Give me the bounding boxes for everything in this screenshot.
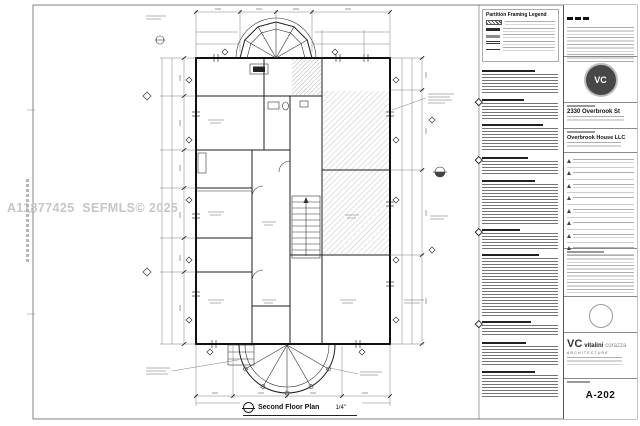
titleblock-firm: VC vitalini corazza ARCHITECTURE bbox=[564, 333, 637, 379]
exterior-walls bbox=[195, 57, 391, 345]
client-name: Overbrook House LLC bbox=[567, 134, 626, 141]
note-block bbox=[482, 229, 558, 251]
revision-row bbox=[567, 218, 634, 230]
titleblock-sheet-number: A-202 bbox=[564, 379, 637, 419]
windows bbox=[192, 54, 394, 348]
firm-logo-circle: VC bbox=[583, 63, 618, 97]
revision-delta-icon bbox=[567, 208, 571, 213]
gray-wall-symbol bbox=[486, 34, 500, 38]
legend-row bbox=[486, 47, 555, 52]
titleblock-revisions bbox=[564, 153, 637, 255]
general-notes-column bbox=[482, 68, 560, 408]
sheet-number: A-202 bbox=[585, 389, 616, 401]
note-block bbox=[482, 371, 558, 401]
firm-name-a: vitalini bbox=[584, 343, 604, 349]
titleblock-client: Overbrook House LLC bbox=[564, 129, 637, 153]
annotation-notes bbox=[146, 15, 454, 376]
new-wall-hatch bbox=[292, 59, 389, 254]
drawing-title-underline bbox=[243, 415, 357, 417]
legend-row bbox=[486, 20, 555, 25]
note-block bbox=[482, 254, 558, 318]
titleblock-stamp bbox=[564, 297, 637, 333]
titleblock-logo-section: VC bbox=[564, 57, 637, 103]
titleblock-issue-notes bbox=[564, 5, 637, 63]
mls-watermark: A11877425 SEFMLS© 2025 bbox=[7, 201, 179, 215]
note-block bbox=[482, 321, 558, 339]
revision-delta-icon bbox=[567, 221, 571, 226]
issue-marks bbox=[567, 7, 634, 25]
drawing-title-text: Second Floor Plan bbox=[258, 404, 320, 411]
note-block bbox=[482, 180, 558, 226]
hatched-wall-symbol bbox=[486, 20, 502, 25]
plot-stamp-text bbox=[26, 177, 29, 262]
note-block bbox=[482, 124, 558, 154]
dimension-ticks bbox=[181, 9, 425, 399]
legend-title: Partition Framing Legend bbox=[486, 12, 547, 18]
revision-delta-icon bbox=[567, 158, 571, 163]
firm-logo-initials: VC bbox=[567, 338, 583, 350]
revision-row bbox=[567, 155, 634, 168]
revision-row bbox=[567, 230, 634, 243]
revision-delta-icon bbox=[567, 233, 571, 238]
porch bbox=[227, 344, 336, 396]
partition-framing-legend: Partition Framing Legend bbox=[482, 9, 559, 62]
solid-wall-symbol bbox=[486, 28, 500, 32]
seal-placeholder bbox=[588, 304, 613, 328]
project-address: 2330 Overbrook St bbox=[567, 108, 621, 115]
firm-name-b: corazza bbox=[605, 343, 627, 349]
drawing-title-bubble-icon bbox=[242, 402, 255, 413]
fixtures bbox=[197, 63, 309, 282]
drawing-scale: 1/4" bbox=[335, 404, 346, 411]
stairs bbox=[291, 195, 321, 259]
firm-tagline: ARCHITECTURE bbox=[567, 351, 609, 355]
double-line-wall-symbol bbox=[486, 41, 500, 45]
title-block: VC 2330 Overbrook St Overbrook House LLC bbox=[563, 5, 637, 419]
titleblock-project: 2330 Overbrook St bbox=[564, 103, 637, 129]
bay-turret bbox=[235, 17, 317, 59]
dimension-text bbox=[179, 8, 427, 394]
thin-line-wall-symbol bbox=[486, 48, 500, 50]
revision-delta-icon bbox=[567, 196, 571, 201]
section-markers bbox=[155, 35, 447, 178]
room-labels bbox=[208, 119, 359, 304]
legend-row bbox=[486, 34, 555, 39]
titleblock-notes bbox=[564, 249, 637, 297]
revision-row bbox=[567, 205, 634, 218]
note-block bbox=[482, 157, 558, 177]
keynote-diamonds bbox=[142, 48, 436, 356]
revision-delta-icon bbox=[567, 171, 571, 176]
sheet-border bbox=[27, 4, 638, 420]
note-block bbox=[482, 99, 558, 121]
revision-row bbox=[567, 193, 634, 205]
legend-row bbox=[486, 40, 555, 45]
dimension-lines bbox=[160, 10, 424, 406]
note-block bbox=[482, 70, 558, 96]
legend-row bbox=[486, 27, 555, 32]
drawing-title: Second Floor Plan 1/4" bbox=[242, 402, 373, 417]
revision-row bbox=[567, 168, 634, 180]
note-block bbox=[482, 342, 558, 368]
revision-delta-icon bbox=[567, 183, 571, 188]
interior-partitions bbox=[196, 58, 390, 344]
revision-row bbox=[567, 180, 634, 193]
revision-delta-icon bbox=[567, 246, 571, 251]
